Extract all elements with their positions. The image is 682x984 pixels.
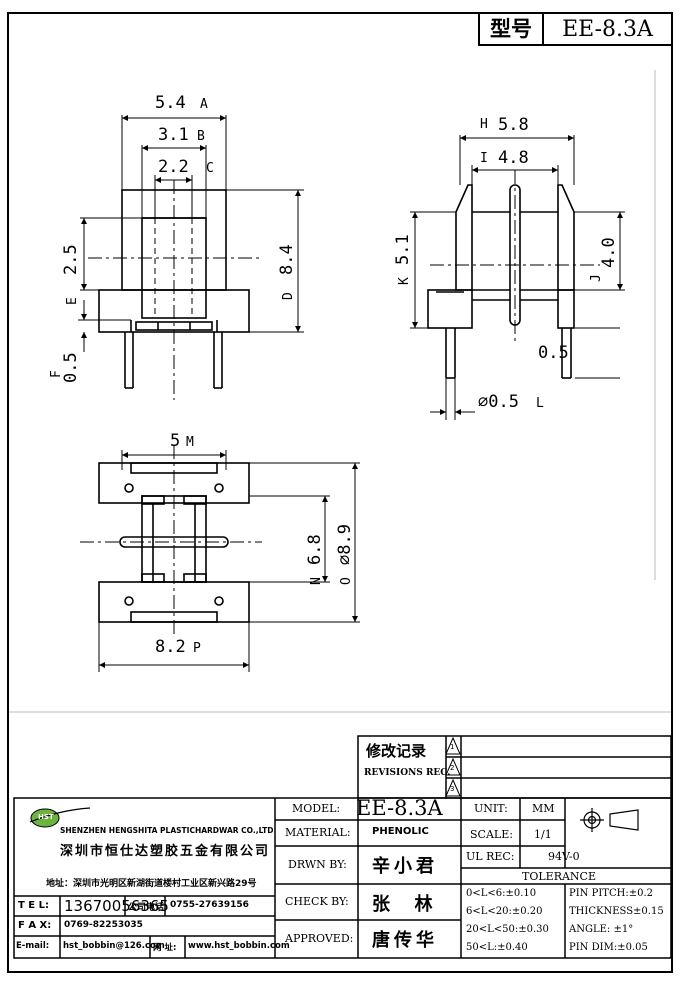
dim-b-value: 3.1 (158, 125, 189, 145)
fax-label: F A X: (18, 920, 52, 931)
material-value: PHENOLIC (372, 826, 429, 837)
projection-symbol-icon (580, 808, 639, 832)
dim-h-letter: H (480, 117, 488, 132)
dim-p-value: 8.2 (155, 637, 186, 657)
tolerance-label: TOLERANCE (522, 870, 596, 883)
dim-n-value: 6.8 (305, 534, 325, 565)
company-logo-icon (29, 807, 91, 828)
drawn-by-label: DRWN BY: (288, 858, 347, 871)
web-value: www.hst_bobbin.com (188, 941, 290, 951)
tolerance-4: 50<L:±0.40 (466, 942, 528, 953)
dim-b-letter: B (197, 129, 205, 144)
web-label: 网 址: (153, 943, 177, 953)
approved-value: 唐传华 (372, 930, 438, 951)
tel-value: 13670056365 (64, 897, 169, 915)
drawn-by-value: 辛小君 (372, 856, 438, 877)
dim-e-value: 2.5 (61, 244, 81, 275)
approved-label: APPROVED: (285, 932, 354, 945)
dim-l-letter: L (536, 396, 544, 411)
model-value: EE-8.3A (562, 17, 653, 42)
dim-h-value: 5.8 (498, 115, 529, 135)
rev-mark-1: 1 (450, 743, 455, 751)
email-value: hst_bobbin@126.com (63, 941, 165, 951)
drawing-frame (7, 12, 673, 973)
company-phone-value: 0755-27639156 (170, 900, 249, 910)
dim-d-value: 8.4 (277, 244, 297, 275)
dim-f-letter: F (49, 370, 64, 378)
unit-label: UNIT: (474, 802, 508, 815)
dim-j-value: 4.0 (599, 237, 619, 268)
front-view (88, 180, 262, 400)
logo-text: HST (38, 813, 54, 821)
dim-a-letter: A (200, 97, 208, 112)
side-view (427, 170, 600, 379)
tel-label: T E L: (18, 900, 49, 911)
company-name-en: SHENZHEN HENGSHITA PLASTICHARDWAR CO.,LT… (60, 826, 274, 835)
pin-dim: PIN DIM:±0.05 (569, 942, 648, 953)
dim-p-letter: P (193, 641, 201, 656)
unit-value: MM (532, 802, 555, 815)
rev-mark-2: 2 (450, 764, 455, 772)
model-header: 型号 EE-8.3A (478, 14, 671, 46)
tolerance-2: 6<L<20:±0.20 (466, 906, 543, 917)
dim-e-letter: E (65, 297, 80, 305)
check-by-value: 张 林 (372, 894, 437, 915)
dim-k-letter: K (397, 277, 412, 285)
tolerance-1: 0<L<6:±0.10 (466, 888, 537, 899)
dim-m-letter: M (186, 435, 194, 450)
pin-pitch: PIN PITCH:±0.2 (569, 888, 653, 899)
revisions-cn: 修改记录 (366, 742, 427, 760)
revisions-en: REVISIONS REC. (364, 768, 451, 778)
check-by-label: CHECK BY: (285, 895, 349, 908)
tolerance-3: 20<L<50:±0.30 (466, 924, 549, 935)
dim-m-value: 5 (170, 431, 180, 451)
scale-value: 1/1 (534, 828, 552, 841)
dim-i-letter: I (480, 151, 488, 166)
dim-o-letter: O (339, 577, 354, 585)
dim-c-value: 2.2 (158, 157, 189, 177)
dim-j-letter: J (589, 274, 604, 282)
angle: ANGLE: ±1° (569, 924, 634, 935)
dim-l-value: ⌀0.5 (478, 392, 519, 412)
dim-f-value: 0.5 (61, 352, 81, 383)
fax-value: 0769-82253035 (64, 920, 143, 930)
email-label: E-mail: (16, 941, 50, 951)
dim-pin-len-value: 0.5 (538, 343, 569, 363)
material-label: MATERIAL: (285, 826, 351, 839)
dim-a-value: 5.4 (155, 93, 186, 113)
ul-rec-label: UL REC: (466, 850, 515, 863)
dim-c-letter: C (206, 161, 214, 176)
dim-i-value: 4.8 (498, 148, 529, 168)
ul-rec-value: 94V-0 (548, 850, 580, 863)
company-address: 地址：深圳市光明区新湖街道楼村工业区新兴路29号 (46, 879, 257, 889)
company-phone-label: 公司电话: (128, 903, 168, 913)
model-label: 型号 (480, 14, 544, 44)
bottom-view (80, 445, 262, 635)
company-name-cn: 深圳市恒仕达塑胶五金有限公司 (60, 844, 271, 859)
scale-label: SCALE: (470, 828, 513, 841)
rev-mark-3: 3 (450, 785, 455, 793)
dim-d-letter: D (281, 292, 296, 300)
dim-n-letter: N (309, 577, 324, 585)
thickness: THICKNESS±0.15 (569, 906, 664, 917)
dim-o-value: ⌀8.9 (335, 524, 355, 565)
dim-k-value: 5.1 (393, 234, 413, 265)
model-row-value: EE-8.3A (356, 796, 443, 820)
model-row-label: MODEL: (292, 802, 341, 815)
